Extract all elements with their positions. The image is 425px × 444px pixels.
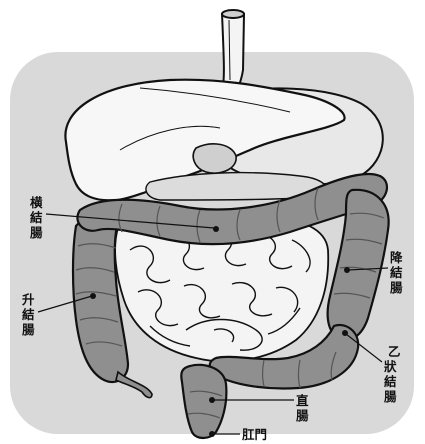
label-transverse-char-1: 横 xyxy=(30,195,43,210)
label-rectum-char-2: 腸 xyxy=(296,408,309,423)
label-ascending-char-3: 腸 xyxy=(22,322,35,337)
label-anus-text: 肛門 xyxy=(242,427,267,442)
label-descending-char-3: 腸 xyxy=(390,280,403,295)
label-rectum-char-1: 直 xyxy=(296,393,309,408)
label-sigmoid-char-3: 結 xyxy=(384,374,397,389)
label-ascending-char-2: 結 xyxy=(22,307,35,322)
label-descending-char-2: 結 xyxy=(390,265,403,280)
label-sigmoid-char-4: 腸 xyxy=(384,389,397,404)
label-transverse-char-3: 腸 xyxy=(30,225,43,240)
label-descending-char-1: 降 xyxy=(390,250,403,265)
label-ascending-char-1: 升 xyxy=(22,292,35,307)
gallbladder xyxy=(193,144,236,173)
label-sigmoid-char-2: 狀 xyxy=(384,359,397,374)
label-transverse-char-2: 結 xyxy=(30,210,43,225)
label-sigmoid-char-1: 乙 xyxy=(388,344,401,359)
